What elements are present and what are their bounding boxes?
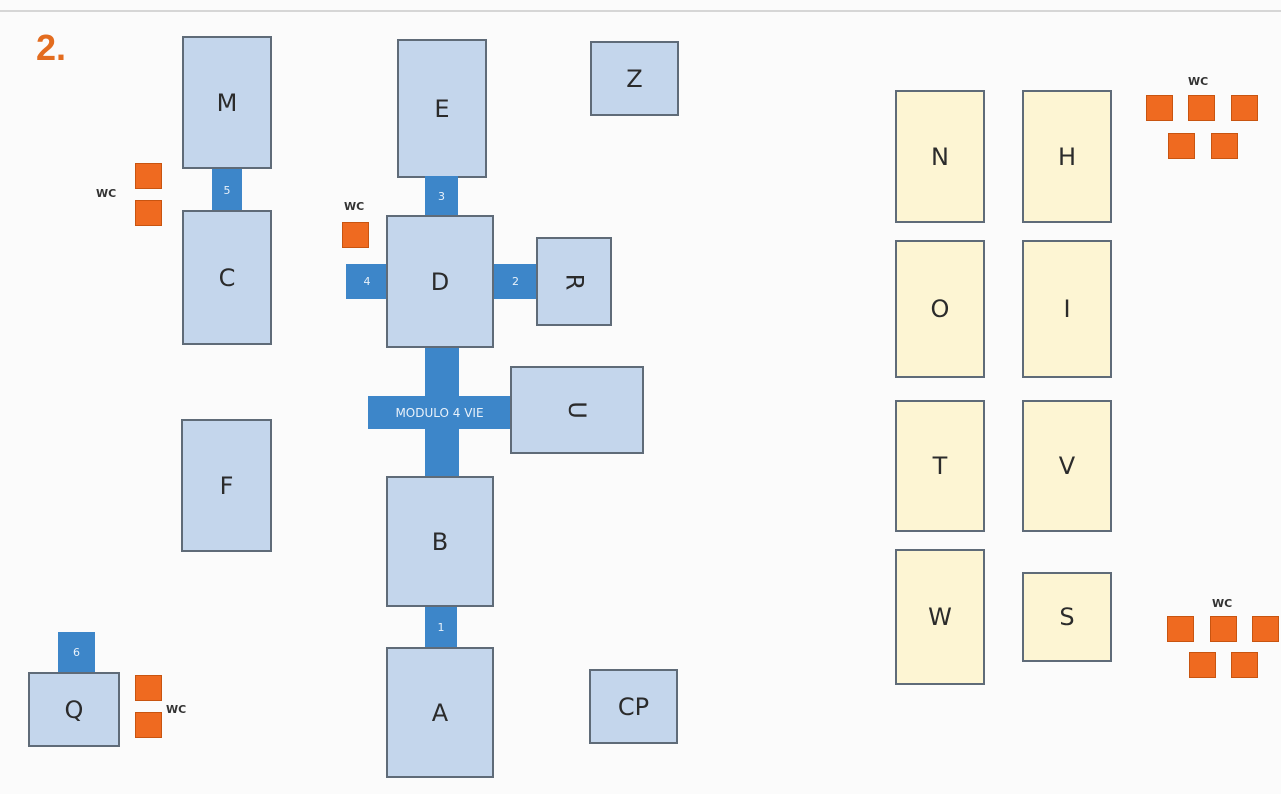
wc-block bbox=[1167, 616, 1194, 642]
room-u-label: U bbox=[562, 401, 591, 419]
wc-block bbox=[1231, 95, 1258, 121]
wc-block bbox=[1168, 133, 1195, 159]
room-t: T bbox=[895, 400, 985, 532]
room-n: N bbox=[895, 90, 985, 223]
wc-label: WC bbox=[344, 200, 365, 213]
room-e: E bbox=[397, 39, 487, 178]
room-o: O bbox=[895, 240, 985, 378]
room-r: R bbox=[536, 237, 612, 326]
wc-label: WC bbox=[166, 703, 187, 716]
connector-4: 4 bbox=[346, 264, 388, 299]
wc-block bbox=[135, 163, 162, 189]
room-h: H bbox=[1022, 90, 1112, 223]
connector-2: 2 bbox=[494, 264, 537, 299]
connector-5: 5 bbox=[212, 169, 242, 211]
wc-block bbox=[135, 675, 162, 701]
modulo-4-vie-connector: MODULO 4 VIE bbox=[368, 396, 511, 429]
connector-3: 3 bbox=[425, 176, 458, 216]
room-f: F bbox=[181, 419, 272, 552]
wc-block bbox=[135, 200, 162, 226]
wc-block bbox=[1188, 95, 1215, 121]
page-title: 2. bbox=[36, 27, 67, 68]
room-v: V bbox=[1022, 400, 1112, 532]
room-c: C bbox=[182, 210, 272, 345]
wc-label: WC bbox=[96, 187, 117, 200]
connector-1: 1 bbox=[425, 607, 457, 648]
wc-block bbox=[1211, 133, 1238, 159]
wc-label: WC bbox=[1212, 597, 1233, 610]
wc-block bbox=[135, 712, 162, 738]
wc-block bbox=[1210, 616, 1237, 642]
room-q: Q bbox=[28, 672, 120, 747]
room-w: W bbox=[895, 549, 985, 685]
room-b: B bbox=[386, 476, 494, 607]
room-d: D bbox=[386, 215, 494, 348]
wc-label: WC bbox=[1188, 75, 1209, 88]
wc-block bbox=[1231, 652, 1258, 678]
wc-block bbox=[1252, 616, 1279, 642]
room-s: S bbox=[1022, 572, 1112, 662]
room-r-label: R bbox=[560, 273, 588, 290]
room-z: Z bbox=[590, 41, 679, 116]
room-a: A bbox=[386, 647, 494, 778]
room-u: U bbox=[510, 366, 644, 454]
wc-block bbox=[1189, 652, 1216, 678]
top-divider bbox=[0, 10, 1281, 12]
wc-block bbox=[1146, 95, 1173, 121]
room-m: M bbox=[182, 36, 272, 169]
connector-6: 6 bbox=[58, 632, 95, 673]
room-cp: CP bbox=[589, 669, 678, 744]
room-i: I bbox=[1022, 240, 1112, 378]
wc-block bbox=[342, 222, 369, 248]
